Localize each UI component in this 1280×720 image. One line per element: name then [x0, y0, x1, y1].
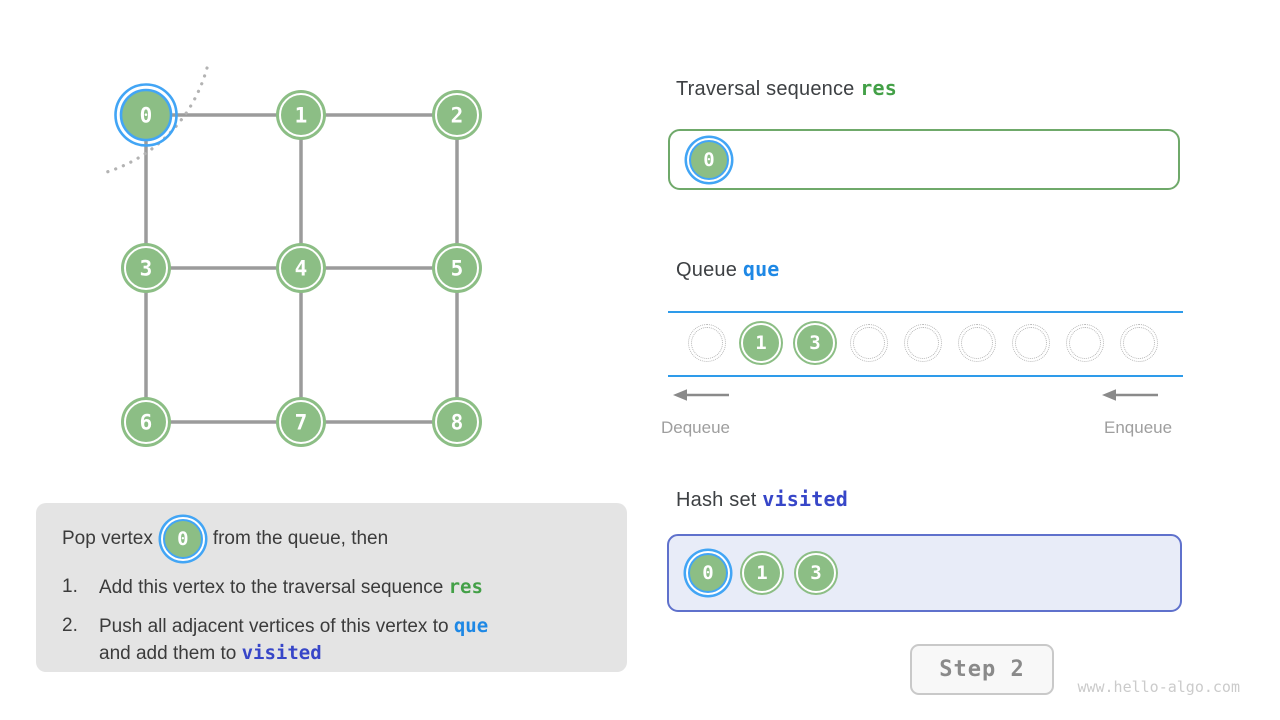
visited-code-label: visited: [762, 487, 848, 511]
svg-text:7: 7: [295, 411, 308, 435]
svg-text:3: 3: [140, 257, 153, 281]
graph-vertex-6: 6: [121, 397, 171, 447]
dequeue-label: Dequeue: [661, 418, 731, 437]
explanation-step-1: 1. Add this vertex to the traversal sequ…: [62, 574, 603, 601]
queue-empty-cell: [850, 324, 888, 362]
queue-slot: [1058, 323, 1112, 363]
step-2-text: Push all adjacent vertices of this verte…: [99, 615, 489, 664]
queue-slot: [1004, 323, 1058, 363]
res-container: 0: [668, 129, 1180, 190]
graph-vertex-2: 2: [432, 90, 482, 140]
queue-title-text: Queue: [676, 259, 738, 281]
queue-empty-cell: [1120, 324, 1158, 362]
queue-slot: [950, 323, 1004, 363]
queue-cells: 1 3: [680, 323, 1166, 363]
queue-slot: 3: [788, 323, 842, 363]
dequeue-arrow-icon: [673, 389, 729, 401]
step-2-code-que: que: [453, 615, 489, 637]
visited-item-vertex: 3: [796, 553, 836, 593]
step-counter-button[interactable]: Step 2: [910, 644, 1054, 695]
graph-vertex-0: 0: [114, 83, 178, 147]
step-2-code-visited: visited: [241, 642, 322, 664]
enqueue-label: Enqueue: [1104, 418, 1173, 437]
queue-section-title: Queue que: [676, 257, 780, 282]
graph-edges: [144, 113, 459, 424]
res-title-text: Traversal sequence: [676, 78, 855, 100]
svg-text:4: 4: [295, 257, 308, 281]
step-1-number: 1.: [62, 576, 78, 597]
graph-vertex-8: 8: [432, 397, 482, 447]
graph-vertex-7: 7: [276, 397, 326, 447]
svg-text:2: 2: [451, 104, 464, 128]
visited-item-vertex: 0: [688, 553, 728, 593]
queue-slot: 1: [734, 323, 788, 363]
queue-slot: [842, 323, 896, 363]
visited-title-text: Hash set: [676, 489, 757, 511]
queue-empty-cell: [1066, 324, 1104, 362]
queue-empty-cell: [904, 324, 942, 362]
intro-vertex-chip: 0: [162, 519, 203, 559]
step-1-text: Add this vertex to the traversal sequenc…: [99, 576, 483, 598]
svg-text:6: 6: [140, 411, 153, 435]
step-1-code-res: res: [448, 576, 483, 598]
explanation-panel: Pop vertex 0 from the queue, then 1. Add…: [36, 503, 627, 672]
res-item-vertex: 0: [689, 139, 729, 180]
queue-slot: [896, 323, 950, 363]
explanation-intro: Pop vertex 0 from the queue, then: [62, 516, 603, 562]
queue-empty-cell: [688, 324, 726, 362]
explanation-step-2: 2. Push all adjacent vertices of this ve…: [62, 613, 603, 667]
graph-vertex-4: 4: [276, 243, 326, 293]
res-section-title: Traversal sequence res: [676, 76, 897, 101]
svg-text:0: 0: [140, 104, 153, 128]
graph-canvas: 0 1 2 3 4 5: [98, 66, 482, 447]
svg-text:8: 8: [451, 411, 464, 435]
watermark-text: www.hello-algo.com: [1077, 678, 1240, 696]
visited-container: 0 1 3: [667, 534, 1182, 612]
graph-vertex-3: 3: [121, 243, 171, 293]
queue-item-vertex: 3: [795, 323, 835, 363]
queue-code-label: que: [742, 257, 780, 281]
queue-empty-cell: [1012, 324, 1050, 362]
queue-bottom-rail: [668, 375, 1183, 377]
queue-slot: [680, 323, 734, 363]
enqueue-arrow-icon: [1102, 389, 1158, 401]
intro-prefix: Pop vertex: [62, 528, 153, 549]
queue-empty-cell: [958, 324, 996, 362]
step-2-number: 2.: [62, 615, 78, 636]
intro-suffix: from the queue, then: [212, 528, 389, 549]
visited-section-title: Hash set visited: [676, 487, 848, 512]
queue-slot: [1112, 323, 1166, 363]
res-code-label: res: [860, 76, 898, 100]
queue-item-vertex: 1: [741, 323, 781, 363]
svg-text:5: 5: [451, 257, 464, 281]
graph-vertex-1: 1: [276, 90, 326, 140]
svg-text:1: 1: [295, 104, 308, 128]
graph-vertex-5: 5: [432, 243, 482, 293]
queue-top-rail: [668, 311, 1183, 313]
visited-item-vertex: 1: [742, 553, 782, 593]
